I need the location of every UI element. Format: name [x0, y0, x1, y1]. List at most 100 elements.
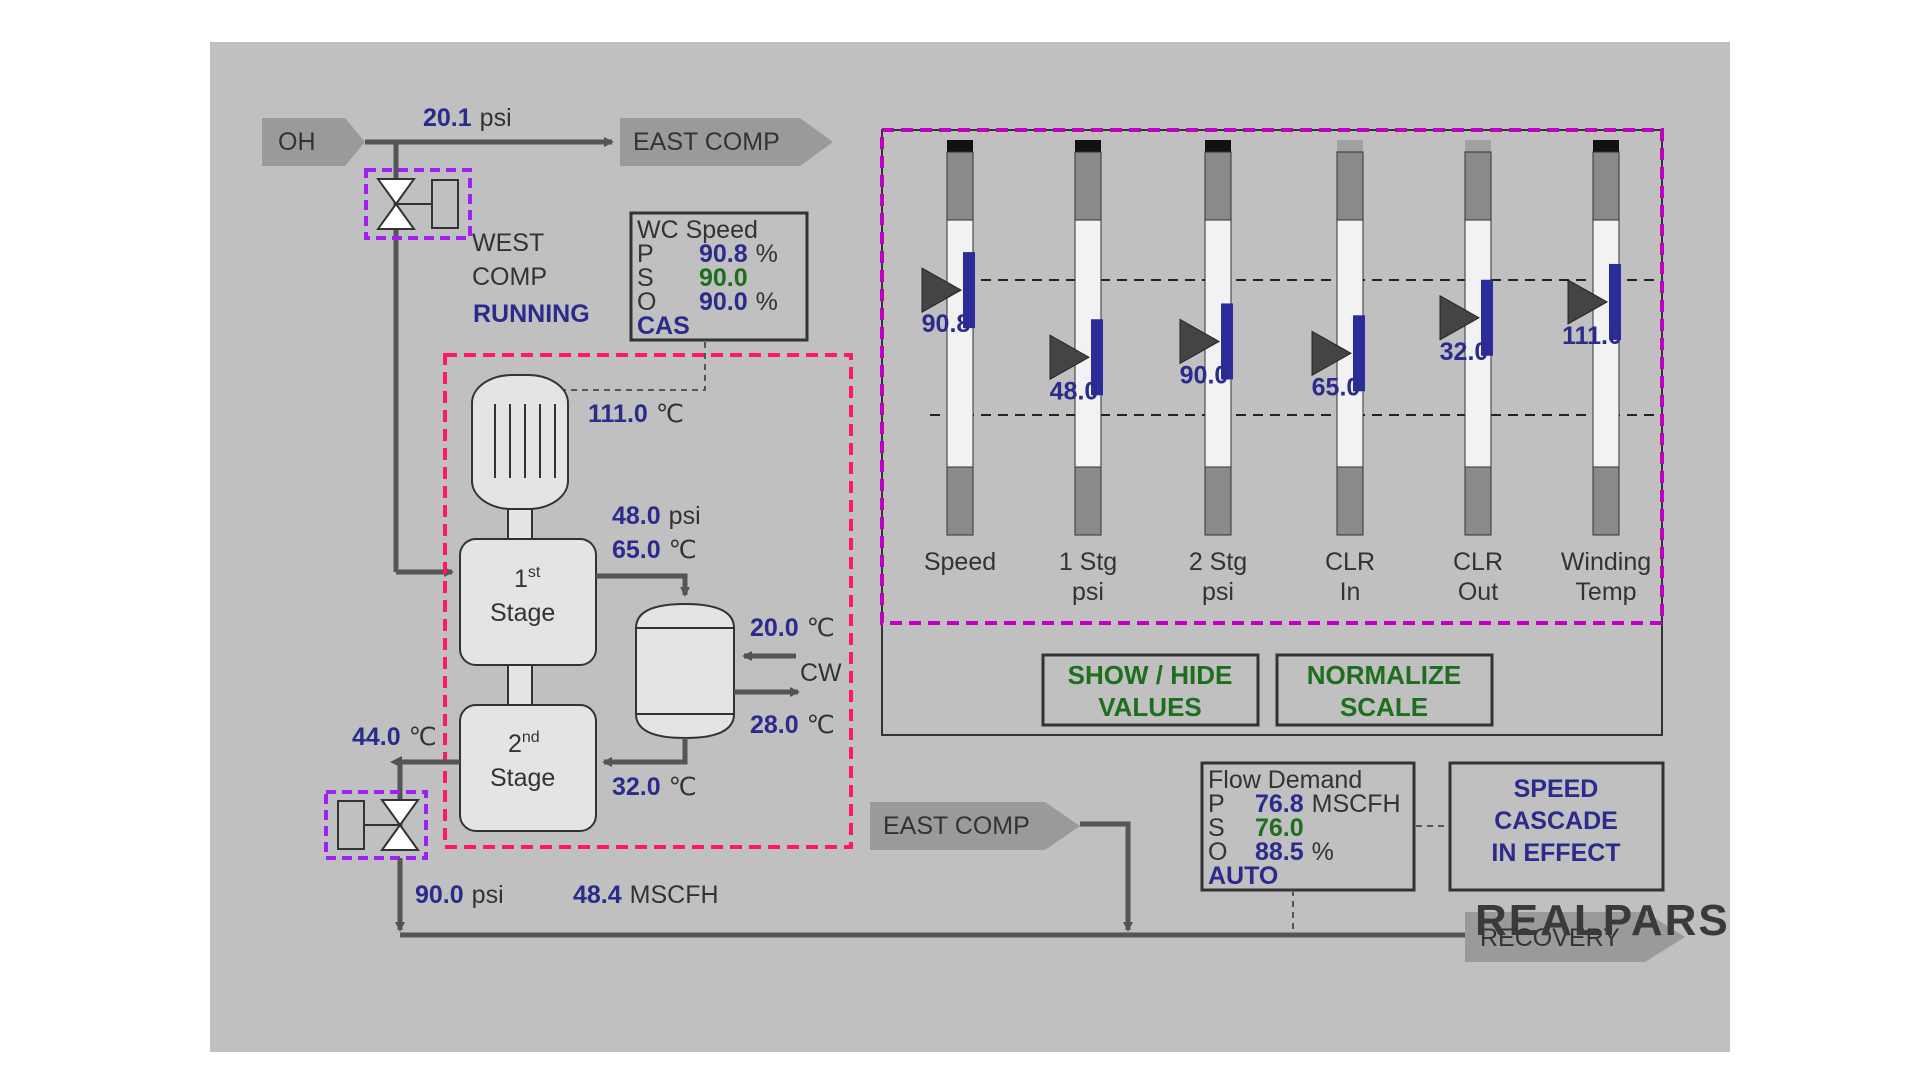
bar-high-zone: [1336, 151, 1364, 221]
oh-arrow-icon: [262, 118, 365, 166]
bar-low-zone: [1464, 466, 1492, 536]
bar-value-label: 90.8: [922, 310, 971, 338]
stage2-number: 2nd: [508, 729, 540, 758]
wc-speed-signal-link: [555, 342, 706, 391]
bar-cap: [1205, 140, 1231, 152]
cascade-line-1: SPEED: [1514, 775, 1599, 803]
cw-label: CW: [800, 659, 842, 687]
bar-high-zone: [1592, 151, 1620, 221]
indicator-pointer-icon: [1567, 279, 1609, 325]
wc-speed-title: WC Speed: [637, 216, 758, 244]
stage2-out-temp: 44.0℃: [352, 723, 437, 751]
bar-cap: [1075, 140, 1101, 152]
brand-watermark: REALPARS: [1475, 896, 1730, 945]
compressor-stage-icon: [459, 538, 597, 666]
bar-cap: [1337, 140, 1363, 152]
bar-cap: [947, 140, 973, 152]
speed-cascade-indicator[interactable]: SPEED CASCADE IN EFFECT: [1448, 761, 1665, 892]
stage1-outlet-pipe: [596, 573, 690, 597]
bar-low-zone: [1592, 466, 1620, 536]
bar-cap: [1593, 140, 1619, 152]
west-comp-inlet-valve[interactable]: [364, 168, 472, 240]
fd-p-label: P: [1208, 790, 1225, 818]
value-marker: [1221, 303, 1233, 380]
flow-demand-title: Flow Demand: [1208, 766, 1362, 794]
bar-label-1: CLR: [1453, 548, 1503, 576]
show-hide-label-2: VALUES: [1098, 692, 1202, 722]
stage1-number: 1st: [514, 564, 541, 593]
fd-o-value: 88.5%: [1255, 838, 1334, 866]
east-comp-outlet-bottom: EAST COMP: [870, 802, 1080, 850]
bar-label-1: Speed: [924, 548, 996, 576]
discharge-valve[interactable]: [324, 790, 428, 860]
cw-out-temp: 28.0℃: [750, 711, 835, 739]
bar-low-zone: [1336, 466, 1364, 536]
valve-highlight-box: [324, 790, 428, 860]
bar-label-1: 2 Stg: [1189, 548, 1247, 576]
indicator-pointer-icon: [1311, 330, 1353, 377]
stage1-compressor[interactable]: 1st Stage: [459, 538, 597, 666]
normalize-scale-button[interactable]: NORMALIZE SCALE: [1275, 653, 1494, 727]
cascade-line-3: IN EFFECT: [1491, 839, 1620, 867]
stage2-compressor[interactable]: 2nd Stage: [459, 704, 597, 832]
east-comp-bottom-label: EAST COMP: [883, 812, 1030, 840]
west-comp-label-1: WEST: [472, 229, 544, 257]
bar-value-label: 48.0: [1050, 377, 1099, 405]
oh-label: OH: [278, 128, 316, 156]
wc-o-value: 90.0%: [699, 288, 778, 316]
bar-low-zone: [1074, 466, 1102, 536]
bar-label-2: psi: [1202, 578, 1234, 606]
normalize-label-1: NORMALIZE: [1307, 660, 1462, 690]
compressor-highlight-box: [443, 353, 853, 849]
bar-cap: [1465, 140, 1491, 152]
bar-label-2: psi: [1072, 578, 1104, 606]
fd-s-label: S: [1208, 814, 1225, 842]
valve-highlight-box: [364, 168, 472, 240]
bar-value-label: 111.0: [1562, 322, 1622, 350]
bar-high-zone: [1074, 151, 1102, 221]
east-comp-outlet-top: EAST COMP: [620, 118, 833, 166]
bar-value-label: 65.0: [1312, 373, 1361, 401]
stage2-label: Stage: [490, 764, 555, 792]
bar-low-zone: [946, 466, 974, 536]
motor-icon[interactable]: [471, 374, 569, 510]
compressor-stage-icon: [459, 704, 597, 832]
normalize-label-2: SCALE: [1340, 692, 1428, 722]
valve-icon: [337, 799, 420, 851]
wc-p-label: P: [637, 240, 654, 268]
indicator-pointer-icon: [921, 267, 963, 313]
winding-temp-readout: 111.0℃: [588, 400, 684, 428]
wc-p-value: 90.8%: [699, 240, 778, 268]
show-hide-values-button[interactable]: SHOW / HIDE VALUES: [1041, 653, 1260, 727]
valve-icon: [376, 178, 459, 230]
bar-label-1: Winding: [1561, 548, 1651, 576]
wc-s-label: S: [637, 264, 654, 292]
wc-speed-faceplate[interactable]: WC Speed P 90.8% S 90.0 O 90.0% CAS: [629, 211, 809, 342]
value-marker: [1481, 279, 1493, 356]
cooler-out-temp: 32.0℃: [612, 773, 697, 801]
stage1-label: Stage: [490, 599, 555, 627]
flow-arrow-icon: [390, 756, 402, 768]
wc-s-value: 90.0: [699, 264, 748, 292]
show-hide-label-1: SHOW / HIDE: [1068, 660, 1233, 690]
bar-value-label: 90.0: [1180, 361, 1229, 389]
indicator-pointer-icon: [1179, 318, 1221, 365]
intercooler-vessel[interactable]: [635, 602, 735, 740]
wc-mode: CAS: [637, 312, 690, 340]
stage1-out-temp: 65.0℃: [612, 536, 697, 564]
oh-inlet: OH: [262, 118, 365, 166]
bar-low-zone: [1204, 466, 1232, 536]
